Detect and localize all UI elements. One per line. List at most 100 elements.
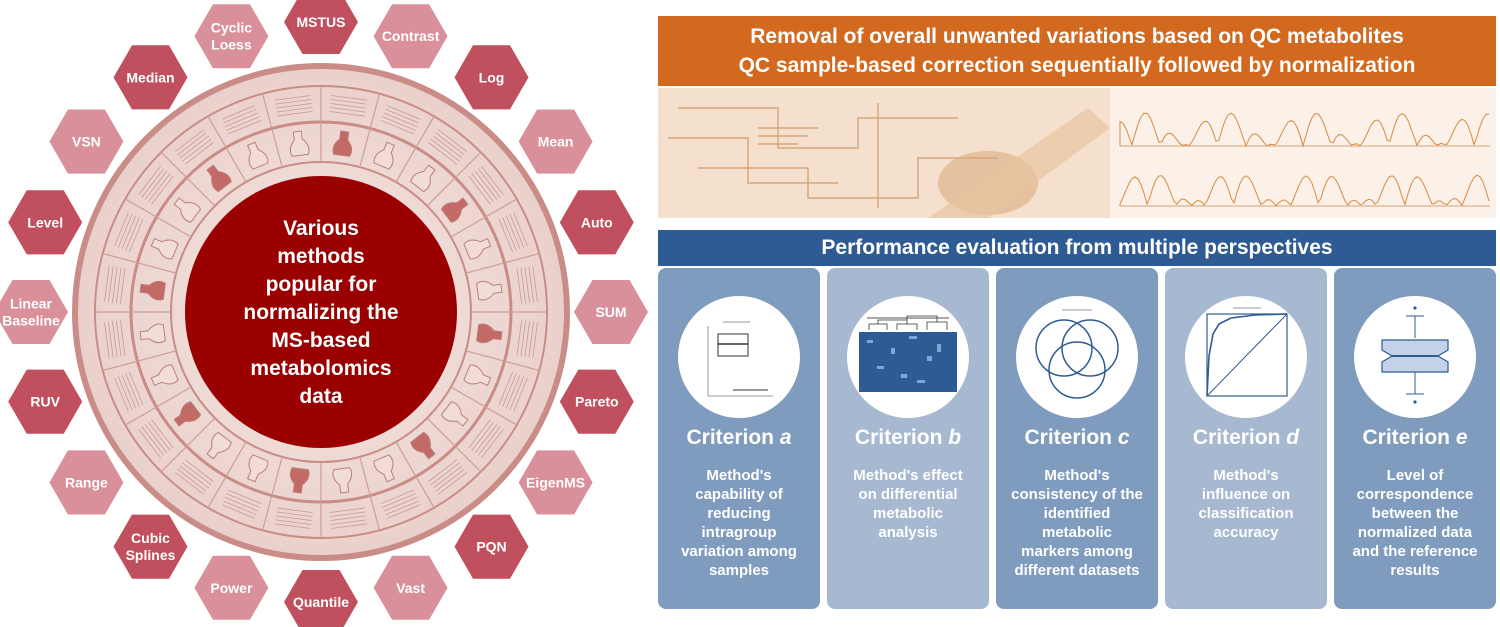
evaluation-banner: Performance evaluation from multiple per… xyxy=(658,230,1496,266)
criterion-illustration xyxy=(1185,296,1307,418)
method-label: SUM xyxy=(595,304,626,320)
criterion-description-line: results xyxy=(1390,562,1440,579)
criterion-title: Criterion a xyxy=(658,426,820,450)
method-hexagon: Quantile xyxy=(284,570,358,627)
method-label: RUV xyxy=(30,394,60,410)
criterion-illustration xyxy=(1016,296,1138,418)
method-hexagon: Level xyxy=(8,190,83,255)
normalization-method-wheel: MSTUSContrastLogMeanAutoSUMParetoEigenMS… xyxy=(0,0,648,627)
criterion-description-line: identified xyxy=(1043,505,1111,522)
criterion-letter: d xyxy=(1286,426,1300,449)
center-caption-line: metabolomics xyxy=(250,357,391,380)
criterion-letter: b xyxy=(948,426,962,449)
criterion-description-line: intragroup xyxy=(701,524,777,541)
method-label: Contrast xyxy=(382,28,440,44)
criterion-prefix: Criterion xyxy=(1024,426,1118,449)
center-caption-line: Various xyxy=(283,217,359,240)
hexagon-shape xyxy=(113,45,188,110)
criterion-description-line: metabolic xyxy=(1041,524,1113,541)
center-circle: Various methods popular for normalizing the… xyxy=(185,176,457,448)
method-label: MSTUS xyxy=(297,14,346,30)
criterion-description-line: reducing xyxy=(707,505,771,522)
criterion-illustration xyxy=(847,296,969,418)
center-caption-line: data xyxy=(299,385,343,408)
center-caption-line: normalizing the xyxy=(243,301,398,324)
criterion-title: Criterion c xyxy=(996,426,1158,450)
method-label: PQN xyxy=(476,539,506,555)
criterion-description-line: classification xyxy=(1198,505,1294,522)
method-hexagon: Log xyxy=(454,45,529,110)
hexagon-shape xyxy=(574,280,648,344)
criterion-description-line: variation among xyxy=(681,543,797,560)
heatmap-chart-icon xyxy=(859,315,957,392)
hexagon-shape xyxy=(49,109,124,174)
criterion-prefix: Criterion xyxy=(854,426,949,449)
method-label: Power xyxy=(210,580,253,596)
method-hexagon: Auto xyxy=(559,190,634,255)
banner-line-1: Removal of overall unwanted variations b… xyxy=(750,25,1404,48)
hexagon-shape xyxy=(518,450,593,515)
method-hexagon: EigenMS xyxy=(518,450,593,515)
hexagon-shape xyxy=(454,45,529,110)
criterion-description-line: metabolic xyxy=(872,505,944,522)
criterion-description-line: normalized data xyxy=(1357,524,1473,541)
criterion-description-line: Method's xyxy=(706,467,772,484)
criterion-description-line: samples xyxy=(708,562,770,579)
hexagon-shape xyxy=(113,514,188,579)
criterion-title: Criterion d xyxy=(1165,426,1327,450)
criterion-description-line: Method's xyxy=(1044,467,1110,484)
criterion-illustration xyxy=(678,296,800,418)
boxplot-chart-icon xyxy=(707,321,773,397)
criterion-description-line: capability of xyxy=(695,486,783,503)
criterion-letter: c xyxy=(1117,426,1130,449)
criterion-description-line: Method's effect xyxy=(853,467,963,484)
method-hexagon: Vast xyxy=(373,555,448,620)
hexagon-shape xyxy=(373,555,448,620)
center-caption-line: MS-based xyxy=(271,329,370,352)
criterion-description-line: Level of xyxy=(1386,467,1444,484)
method-label: Auto xyxy=(581,214,613,230)
method-label: VSN xyxy=(72,134,101,150)
hexagon-shape xyxy=(559,369,634,434)
center-disk xyxy=(185,176,457,448)
hexagon-shape xyxy=(8,190,83,255)
criterion-illustration xyxy=(1354,296,1476,418)
center-caption-line: popular for xyxy=(266,273,377,296)
method-label: EigenMS xyxy=(526,475,585,491)
qc-correction-banner: Removal of overall unwanted variations b… xyxy=(658,16,1496,86)
criterion-description-line: accuracy xyxy=(1213,524,1279,541)
criterion-description-line: different datasets xyxy=(1014,562,1140,579)
method-hexagon: Contrast xyxy=(373,4,448,69)
criterion-prefix: Criterion xyxy=(1362,426,1456,449)
method-label: Mean xyxy=(538,134,574,150)
hexagon-shape xyxy=(284,570,358,627)
criterion-description-line: correspondence xyxy=(1356,486,1474,503)
criterion-description: Method's capability of reducing intragroup v… xyxy=(668,466,810,580)
hexagon-shape xyxy=(284,0,358,54)
method-hexagon: PQN xyxy=(454,514,529,579)
method-hexagon: RUV xyxy=(8,369,83,434)
criterion-description-line: markers among xyxy=(1021,543,1133,560)
criterion-letter: a xyxy=(779,426,792,449)
hexagon-shape xyxy=(559,190,634,255)
criterion-title: Criterion e xyxy=(1334,426,1496,450)
criterion-title: Criterion b xyxy=(827,426,989,450)
method-hexagon: SUM xyxy=(574,280,648,344)
center-caption-line: methods xyxy=(277,245,365,268)
method-hexagon: Power xyxy=(194,555,269,620)
method-hexagon: Mean xyxy=(518,109,593,174)
criterion-prefix: Criterion xyxy=(686,426,780,449)
criterion-prefix: Criterion xyxy=(1192,426,1287,449)
method-hexagon-ring: MSTUSContrastLogMeanAutoSUMParetoEigenMS… xyxy=(0,0,648,627)
hexagon-shape xyxy=(373,4,448,69)
